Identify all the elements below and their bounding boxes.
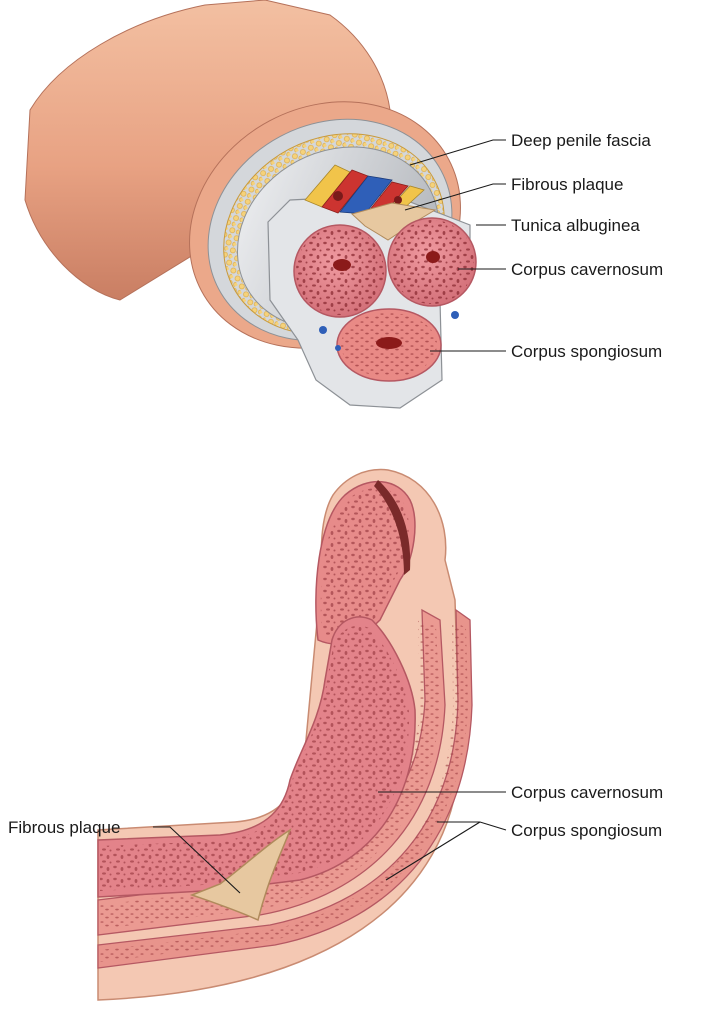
label-fibrous-plaque-top: Fibrous plaque <box>511 175 623 194</box>
cross-section-illustration <box>25 0 504 408</box>
vessel-3 <box>335 345 341 351</box>
label-fibrous-plaque-bottom: Fibrous plaque <box>8 818 120 837</box>
label-corpus-spongiosum-bottom: Corpus spongiosum <box>511 821 662 840</box>
vessel-2 <box>451 311 459 319</box>
cavernosal-artery-left <box>333 259 351 271</box>
curved-penis-illustration <box>98 470 472 1000</box>
label-corpus-spongiosum-top: Corpus spongiosum <box>511 342 662 361</box>
vessel-1 <box>319 326 327 334</box>
label-deep-penile-fascia: Deep penile fascia <box>511 131 651 150</box>
label-corpus-cavernosum-bottom: Corpus cavernosum <box>511 783 663 802</box>
cavernosal-artery-right <box>426 251 440 263</box>
cavernosum-left-pores <box>296 227 384 315</box>
label-tunica-albuginea: Tunica albuginea <box>511 216 640 235</box>
urethra <box>376 337 402 349</box>
label-corpus-cavernosum-top: Corpus cavernosum <box>511 260 663 279</box>
